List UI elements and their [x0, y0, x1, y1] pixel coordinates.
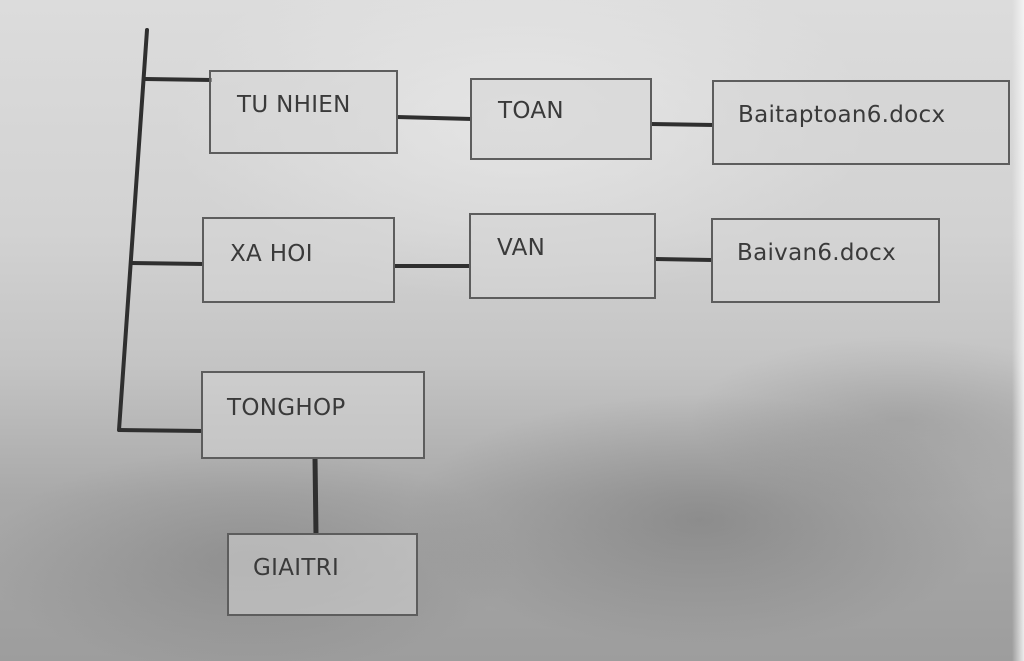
node-giaitri-label: GIAITRI	[253, 555, 340, 581]
connector-toan-baitaptoan6	[650, 122, 715, 127]
node-tonghop-label: TONGHOP	[227, 395, 346, 421]
node-toan: TOAN	[470, 78, 652, 160]
paper-edge	[1012, 0, 1024, 661]
node-van-label: VAN	[497, 235, 546, 261]
node-baivan6: Baivan6.docx	[711, 218, 940, 303]
node-tonghop: TONGHOP	[201, 371, 425, 459]
connector-van-baivan6	[654, 257, 713, 262]
node-giaitri: GIAITRI	[227, 533, 418, 616]
node-van: VAN	[469, 213, 656, 299]
node-baivan6-label: Baivan6.docx	[737, 240, 897, 266]
node-xa-hoi: XA HOI	[202, 217, 395, 303]
trunk-line	[117, 28, 149, 432]
node-tu-nhien-label: TU NHIEN	[237, 92, 351, 118]
connector-root-tonghop	[117, 428, 204, 433]
node-tu-nhien: TU NHIEN	[209, 70, 398, 154]
node-baitaptoan6-label: Baitaptoan6.docx	[738, 102, 946, 128]
connector-root-xa-hoi	[130, 261, 205, 266]
node-xa-hoi-label: XA HOI	[230, 241, 313, 267]
connector-tonghop-giaitri	[312, 456, 319, 536]
node-toan-label: TOAN	[498, 98, 564, 124]
connector-root-tu-nhien	[144, 77, 213, 82]
node-baitaptoan6: Baitaptoan6.docx	[712, 80, 1010, 165]
connector-tu-nhien-toan	[396, 115, 473, 121]
